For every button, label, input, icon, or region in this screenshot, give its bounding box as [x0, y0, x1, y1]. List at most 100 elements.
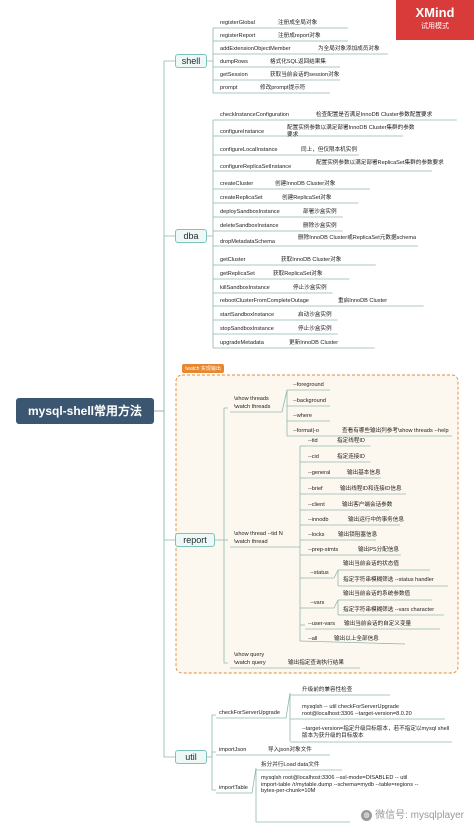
query-cmd-show: \show query	[234, 652, 265, 658]
dba-item-12-method[interactable]: rebootClusterFromCompleteOutage	[220, 298, 309, 304]
thread-opt-1[interactable]: --cid	[308, 454, 319, 460]
shell-item-4-method[interactable]: getSession	[220, 72, 248, 78]
shell-item-3-desc: 格式化SQL返回结果集	[270, 59, 326, 65]
root-to-dba-line	[154, 235, 175, 412]
brand-sub: 试用模式	[421, 23, 449, 30]
shell-item-1-desc: 注册成report对象	[278, 33, 321, 39]
dba-item-9-desc: 获取InnoDB Cluster对象	[281, 257, 342, 263]
threads-cmd-show: \show threads	[234, 396, 269, 402]
dba-item-0-method[interactable]: checkInstanceConfiguration	[220, 112, 290, 118]
util-check-method[interactable]: checkForServerUpgrade	[219, 710, 280, 716]
dba-item-0-desc: 检查配置是否满足InnoDB Cluster参数配置要求	[316, 112, 433, 118]
thread-opt-0[interactable]: --tid	[308, 438, 318, 444]
thread-opt-2-desc: 输出基本信息	[347, 470, 381, 476]
util-importjson-desc: 导入json对象文件	[268, 747, 312, 753]
threads-opt-3-desc: 查看有哪些输出列参考\show threads --help	[342, 428, 449, 434]
shell-item-2-desc: 为全局对象添加成员对象	[318, 46, 380, 52]
dba-item-14-method[interactable]: stopSandboxInstance	[220, 326, 274, 332]
dba-item-3-desc: 配置实例参数以满足部署ReplicaSet集群的参数要求	[316, 160, 444, 166]
threads-opt-2[interactable]: --where	[293, 413, 312, 419]
threads-opt-0[interactable]: --foreground	[293, 382, 324, 388]
thread-opt-3-desc: 输出线程ID和连接ID信息	[340, 486, 402, 492]
watermark-text: 微信号: mysqlplayer	[375, 810, 464, 821]
branch-util[interactable]: util	[175, 750, 207, 764]
branch-dba[interactable]: dba	[175, 229, 207, 243]
dba-item-4-desc: 创建InnoDB Cluster对象	[275, 181, 336, 187]
dba-item-15-method[interactable]: upgradeMetadata	[220, 340, 264, 346]
dba-item-1-method[interactable]: configureInstance	[220, 129, 265, 135]
thread-opt-4[interactable]: --client	[308, 502, 325, 508]
util-importtable-method[interactable]: importTable	[219, 785, 248, 791]
util-check-fork	[216, 692, 291, 741]
brand-name: XMind	[415, 5, 455, 20]
threads-opt-1[interactable]: --background	[293, 398, 326, 404]
branch-report[interactable]: report	[175, 533, 215, 547]
util-check-sub-0: 升级前的兼容性检查	[302, 687, 353, 693]
threads-opt-3[interactable]: --format|-o	[293, 428, 320, 434]
dba-item-13-method[interactable]: startSandboxInstance	[220, 312, 275, 318]
dba-item-11-desc: 停止沙盒实例	[293, 285, 327, 291]
util-importtable-line	[211, 757, 216, 791]
dba-item-5-method[interactable]: createReplicaSet	[220, 195, 263, 201]
shell-item-2-method[interactable]: addExtensionObjectMember	[220, 46, 291, 52]
dba-item-6-method[interactable]: deploySandboxInstance	[220, 209, 280, 215]
dba-item-4-method[interactable]: createCluster	[220, 181, 254, 187]
thread-trunk-line	[296, 446, 301, 641]
dba-item-3-method[interactable]: configureReplicaSetInstance	[220, 164, 292, 170]
branch-shell[interactable]: shell	[175, 54, 207, 68]
shell-item-5-desc: 修改prompt提示符	[260, 85, 306, 91]
util-check-sub-1: mysqlsh -- util checkForServerUpgrade ro…	[302, 704, 412, 717]
report-query-line	[223, 540, 228, 664]
thread-opt-7[interactable]: --prep-stmts	[308, 547, 339, 553]
dba-item-7-method[interactable]: deleteSandboxInstance	[220, 223, 279, 229]
thread-opt-status[interactable]: --status	[310, 570, 329, 576]
thread-opt-6-desc: 输出锁阻塞信息	[338, 532, 378, 538]
thread-opt-uservars[interactable]: --user-vars	[308, 621, 336, 627]
dba-trunk-line	[207, 120, 214, 348]
xmind-logo: XMind 试用模式	[396, 0, 474, 40]
status-sub-1: 指定字符串模糊筛选 --status handler	[343, 577, 434, 583]
util-check-sub-2: --target-version=指定升级目标版本，若不指定以mysql she…	[302, 726, 450, 739]
thread-opt-all-desc: 输出以上全部信息	[334, 636, 379, 642]
thread-opt-2[interactable]: --general	[308, 470, 331, 476]
thread-opt-5[interactable]: --innodb	[308, 517, 329, 523]
query-desc: 输出指定查询执行结果	[288, 660, 344, 666]
thread-vars-fork	[305, 599, 339, 615]
dba-item-5-desc: 创建ReplicaSet对象	[282, 195, 332, 201]
thread-opt-all[interactable]: --all	[308, 636, 318, 642]
shell-item-3-method[interactable]: dumpRows	[220, 59, 248, 65]
watch-frame	[175, 374, 459, 674]
thread-opt-0-desc: 指定线程ID	[337, 438, 365, 444]
dba-item-15-desc: 更新InnoDB Cluster	[289, 340, 339, 346]
shell-item-4-desc: 获取当前会话的session对象	[270, 72, 340, 78]
thread-opt-7-desc: 输出PS分配信息	[358, 547, 400, 553]
dba-item-10-method[interactable]: getReplicaSet	[220, 271, 255, 277]
thread-cmd-watch: \watch thread	[234, 539, 268, 545]
util-importjson-line	[211, 751, 216, 757]
thread-status-fork	[305, 569, 339, 586]
shell-item-1-method[interactable]: registerReport	[220, 33, 256, 39]
root-topic[interactable]: mysql-shell常用方法	[16, 398, 154, 424]
dba-item-13-desc: 启动沙盒实例	[298, 312, 332, 318]
watermark: ◍微信号: mysqlplayer	[361, 806, 464, 821]
dba-item-2-method[interactable]: configureLocalInstance	[220, 147, 278, 153]
util-importjson-method[interactable]: importJson	[219, 747, 247, 753]
query-cmd-watch: \watch query	[234, 660, 266, 666]
root-to-report-line	[154, 410, 175, 541]
dba-item-11-method[interactable]: killSandboxInstance	[220, 285, 270, 291]
dba-item-2-desc: 同上，但仅限本机实例	[301, 147, 357, 153]
thread-opt-1-desc: 指定连接ID	[337, 454, 365, 460]
thread-opt-vars[interactable]: --vars	[310, 600, 325, 606]
wechat-icon: ◍	[361, 809, 373, 821]
thread-cmd-show: \show thread --tid N	[234, 531, 283, 537]
shell-item-0-method[interactable]: registerGlobal	[220, 20, 255, 26]
dba-item-12-desc: 重启InnoDB Cluster	[338, 298, 388, 304]
vars-sub-1: 指定字符串模糊筛选 --vars character	[343, 607, 435, 613]
thread-opt-6[interactable]: --locks	[308, 532, 325, 538]
dba-item-9-method[interactable]: getCluster	[220, 257, 246, 263]
shell-item-5-method[interactable]: prompt	[220, 85, 238, 91]
root-to-util-line	[154, 410, 175, 758]
thread-opt-3[interactable]: --brief	[308, 486, 323, 492]
dba-item-8-method[interactable]: dropMetadataSchema	[220, 239, 276, 245]
